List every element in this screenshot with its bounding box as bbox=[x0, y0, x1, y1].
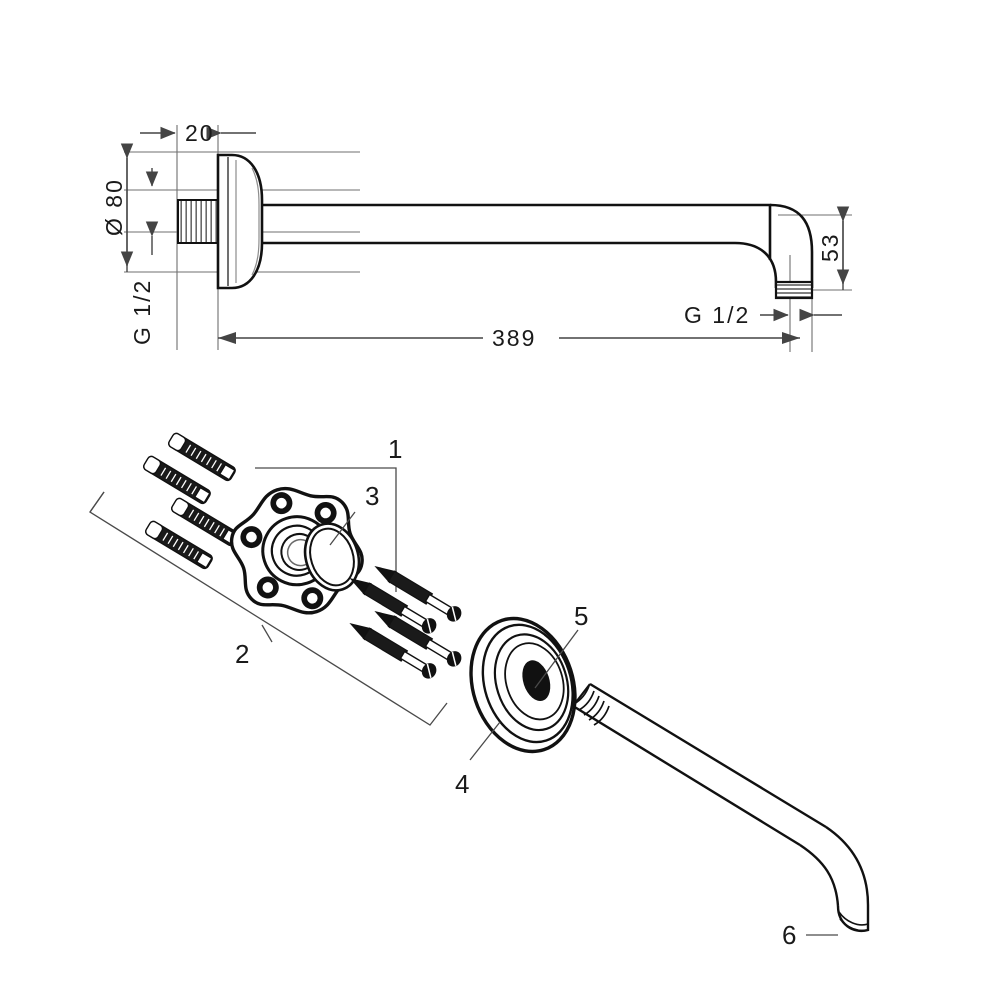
leader-3 bbox=[329, 511, 356, 546]
balloon-1: 1 bbox=[388, 434, 402, 464]
balloon-5: 5 bbox=[574, 601, 588, 631]
dimension-53: 53 bbox=[817, 206, 850, 290]
dimension-view: 20 Ø 80 G 1/2 bbox=[101, 120, 852, 352]
escutcheon-cover-plate bbox=[469, 616, 577, 754]
mounting-screw-group bbox=[349, 566, 462, 679]
dimension-diameter-80: Ø 80 bbox=[101, 143, 134, 272]
dimension-20: 20 bbox=[140, 120, 256, 146]
dimension-g12-left: G 1/2 bbox=[129, 279, 155, 345]
leader-5 bbox=[534, 629, 579, 689]
exploded-assembly-view: 2 1 bbox=[89, 432, 870, 950]
dimension-20-label: 20 bbox=[185, 120, 215, 146]
dimension-389-label: 389 bbox=[492, 325, 536, 351]
shower-arm-isometric bbox=[572, 682, 870, 933]
wall-flange bbox=[177, 153, 264, 290]
bracket-group-1 bbox=[255, 467, 397, 592]
dimension-g12-right-label: G 1/2 bbox=[684, 302, 750, 328]
balloon-2: 2 bbox=[235, 639, 249, 669]
dimension-53-label: 53 bbox=[817, 232, 843, 262]
escutcheon-centre-bore bbox=[522, 660, 551, 702]
arm-outlet-thread bbox=[836, 905, 870, 933]
balloon-3: 3 bbox=[365, 481, 379, 511]
leader-4 bbox=[469, 721, 501, 761]
elbow-outer bbox=[769, 203, 814, 288]
dimension-389: 389 bbox=[218, 324, 800, 351]
o-ring-seal bbox=[303, 522, 361, 592]
dimension-g12-right: G 1/2 bbox=[684, 302, 842, 328]
bracket-group-2 bbox=[89, 491, 448, 726]
shower-arm-tube bbox=[262, 203, 814, 300]
dimension-g12-left-label: G 1/2 bbox=[129, 279, 155, 345]
dimension-diameter-80-label: Ø 80 bbox=[101, 178, 127, 236]
wall-anchor-group bbox=[143, 432, 239, 570]
arm-inlet-thread bbox=[573, 685, 610, 726]
outlet-thread-collar bbox=[774, 280, 814, 300]
balloon-6: 6 bbox=[782, 920, 796, 950]
wall-thread-stub bbox=[177, 199, 219, 244]
balloon-4: 4 bbox=[455, 769, 469, 799]
